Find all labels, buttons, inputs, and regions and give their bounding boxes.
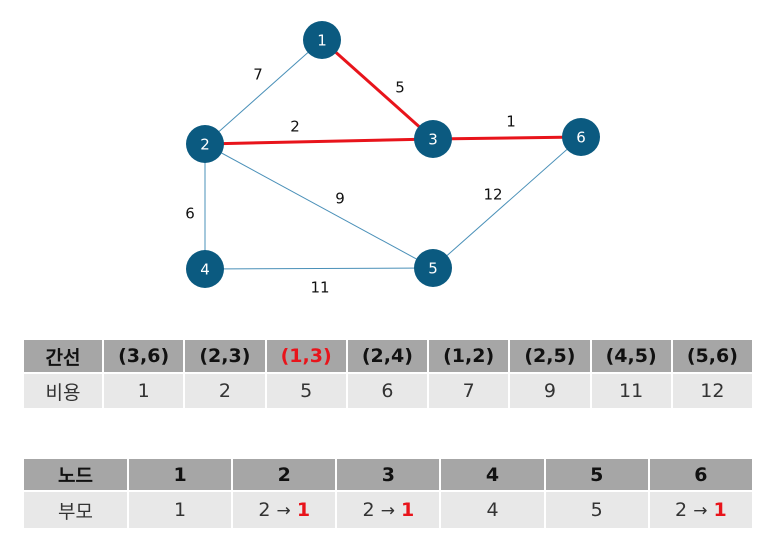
edge-header-label: 간선	[22, 338, 104, 374]
edge-header-cell: (1,2)	[426, 338, 511, 374]
node-label-1: 1	[317, 32, 327, 50]
node-parent-cell: 2 → 1	[647, 490, 755, 530]
right-arrow-icon: →	[693, 501, 708, 521]
node-parent-cell: 4	[439, 490, 546, 530]
node-label-3: 3	[428, 131, 438, 149]
edge-cost-cell: 11	[589, 372, 673, 410]
edge-header-row: 간선 (3,6)(2,3)(1,3)(2,4)(1,2)(2,5)(4,5)(5…	[22, 338, 755, 374]
node-parent-cell: 5	[543, 490, 650, 530]
edge-header-cell: (2,4)	[345, 338, 430, 374]
edge-cost-cell: 12	[670, 372, 755, 410]
right-arrow-icon: →	[276, 501, 291, 521]
node-header-cell: 6	[647, 457, 755, 492]
node-5	[414, 249, 452, 287]
edge-weight-1-3: 5	[395, 79, 405, 97]
cost-row-label: 비용	[22, 372, 104, 410]
edge-6-5	[432, 136, 582, 269]
edge-cost-cell: 1	[101, 372, 186, 410]
edge-weight-3-6: 1	[506, 113, 516, 131]
old-parent-value: 2	[362, 499, 375, 521]
edge-weight-2-3: 2	[290, 118, 300, 136]
edge-2-3	[204, 137, 434, 146]
edge-header-cell: (3,6)	[101, 338, 186, 374]
edge-weight-4-5: 11	[310, 279, 329, 297]
edge-3-6	[432, 135, 582, 141]
edge-4-5	[204, 267, 434, 270]
edge-cost-cell: 9	[508, 372, 592, 410]
node-header-cell: 2	[231, 457, 338, 492]
node-parent-cell: 2 → 1	[231, 490, 338, 530]
node-header-cell: 1	[126, 457, 234, 492]
node-header-cell: 5	[543, 457, 650, 492]
node-label-2: 2	[200, 136, 210, 154]
node-6	[562, 118, 600, 156]
edge-1-2	[204, 39, 323, 145]
edge-2-5	[204, 143, 434, 269]
node-parent-cell: 2 → 1	[335, 490, 442, 530]
node-3	[414, 120, 452, 158]
old-parent-value: 2	[675, 499, 688, 521]
edge-1-3	[321, 38, 434, 141]
edge-header-cell: (2,5)	[508, 338, 592, 374]
edge-cost-cell: 5	[264, 372, 348, 410]
node-header-label: 노드	[22, 457, 129, 492]
edge-cost-cell: 7	[426, 372, 511, 410]
node-parent-cell: 1	[126, 490, 234, 530]
node-label-6: 6	[576, 129, 586, 147]
new-parent-value: 1	[713, 499, 727, 521]
parent-row-label: 부모	[22, 490, 129, 530]
node-label-5: 5	[428, 260, 438, 278]
edge-header-cell: (2,3)	[183, 338, 267, 374]
new-parent-value: 1	[400, 499, 415, 521]
right-arrow-icon: →	[380, 501, 395, 521]
node-header-cell: 4	[439, 457, 546, 492]
edge-header-cell: (5,6)	[670, 338, 755, 374]
node-1	[303, 21, 341, 59]
node-2	[186, 125, 224, 163]
edge-cost-cell: 2	[183, 372, 267, 410]
node-header-cell: 3	[335, 457, 442, 492]
edge-weight-1-2: 7	[253, 66, 263, 84]
node-label-4: 4	[200, 261, 210, 279]
edge-weight-2-4: 6	[185, 205, 195, 223]
edge-header-cell: (1,3)	[264, 338, 348, 374]
edge-weight-6-5: 12	[483, 186, 502, 204]
edge-header-cell: (4,5)	[589, 338, 673, 374]
node-4	[186, 250, 224, 288]
edge-cost-table: 간선 (3,6)(2,3)(1,3)(2,4)(1,2)(2,5)(4,5)(5…	[22, 338, 755, 410]
old-parent-value: 2	[258, 499, 271, 521]
new-parent-value: 1	[296, 499, 311, 521]
edge-weight-2-5: 9	[335, 190, 345, 208]
edge-cost-cell: 6	[345, 372, 430, 410]
